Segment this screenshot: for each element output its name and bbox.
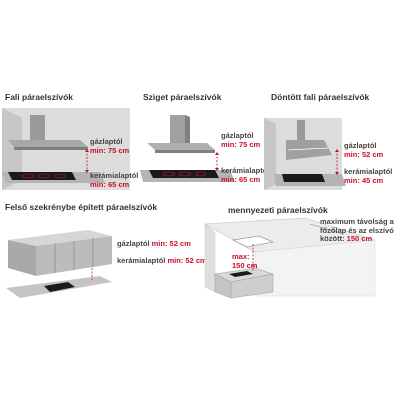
gas-label: gázlaptól [344,141,377,150]
wall-hood-illustration [2,108,130,190]
arrow-up-icon [215,152,219,155]
ceiling-hood-unit [231,235,275,248]
note-line-3-value: 150 cm [346,234,373,244]
wall-hood-gas-spec: gázlaptól min: 75 cm [90,137,130,155]
gas-min-prefix: min: [151,239,168,248]
gas-label: gázlaptól [221,131,254,140]
island-hood-title: Sziget páraelszívók [143,92,222,102]
ceiling-hood-title: mennyezeti páraelszívók [228,205,328,215]
wall-hood-ceramic-spec: kerámialaptól min: 65 cm [90,171,139,189]
gas-min-prefix: min: [344,149,360,159]
arrow-down-icon [85,170,89,173]
hood-highlight [287,147,329,151]
gas-min-prefix: min: [221,139,237,149]
built-in-hood-title: Felső szekrénybe épített páraelszívók [5,202,158,212]
angled-hood-title: Döntött fali páraelszívók [271,92,370,102]
ceramic-min-value: 65 cm [238,174,261,184]
hob-burner [54,173,66,179]
angled-hood-ceramic-spec: kerámialaptól min: 45 cm [344,167,393,185]
island-hood-illustration [140,115,235,182]
left-wall [204,223,216,293]
built-in-hood-ceramic-spec: kerámialaptól min: 52 cm [117,256,207,266]
hob-burner [178,171,192,177]
hob-burner [21,173,35,179]
gas-min-value: 75 cm [238,139,261,149]
note-line-3-prefix: között: [320,234,345,244]
gas-min-prefix: min: [90,145,106,155]
island-front [230,273,274,299]
ceiling-hood-note: maximum távolság a főzőlap és az elszívó… [320,217,394,244]
note-line-1: maximum távolság a [320,217,394,226]
cabinet-side [8,240,36,276]
side-wall [264,118,276,190]
cabinet-top [8,230,112,246]
wall-hood-title: Fali páraelszívók [5,92,74,102]
gas-min-value: 75 cm [107,145,130,155]
hood-chimney [297,120,305,140]
built-in-hood-gas-spec: gázlaptól min: 52 cm [117,239,191,249]
hob-burner [195,171,207,177]
gas-label: gázlaptól [90,137,123,146]
hob [149,170,219,178]
ceramic-label: kerámialaptól [90,171,139,180]
ceramic-min-prefix: min: [167,256,184,265]
ceramic-min-value: 65 cm [107,179,130,189]
note-line-2: főzőlap és az elszívó [320,225,394,235]
hob [229,271,253,277]
hob-burner [37,173,51,179]
arrow-down-icon [215,168,219,171]
gas-min-value: 52 cm [361,149,384,159]
hob-burner [162,171,176,177]
angled-hood-gas-spec: gázlaptól min: 52 cm [344,141,384,159]
ceramic-label: kerámialaptól [221,166,270,175]
island-hood-ceramic-spec: kerámialaptól min: 65 cm [221,166,270,184]
ceiling-hood-illustration [203,217,376,299]
chimney-side [185,115,190,143]
arrow-down-icon [335,172,339,175]
island-hood-gas-spec: gázlaptól min: 75 cm [221,131,261,149]
hob [44,282,75,292]
angled-hood-illustration [264,118,346,190]
hood-chimney [170,115,185,143]
angled-hood-body [286,140,332,160]
hob [282,174,325,182]
gas-label: gázlaptól [117,239,150,248]
ceramic-min-value: 45 cm [361,175,384,185]
hood-canopy [8,140,88,147]
ceiling-hood-max-spec: max: 150 cm [232,252,258,270]
max-prefix: max: [232,252,250,261]
side-wall [2,108,22,190]
ceramic-min-prefix: min: [344,175,360,185]
hood-edge [14,147,88,150]
ceramic-label: kerámialaptól [344,167,393,176]
gas-min-value: 52 cm [169,239,191,248]
hob [8,172,76,180]
ceramic-min-value: 52 cm [185,256,207,265]
arrow-up-icon [335,149,339,152]
arrow-up-icon [85,149,89,152]
ceramic-min-prefix: min: [90,179,106,189]
hood-edge [155,150,215,153]
ceramic-min-prefix: min: [221,174,237,184]
hood-canopy [147,143,215,150]
leader-line [309,223,344,235]
ceramic-label: kerámialaptól [117,256,166,265]
max-value: 150 cm [232,260,258,270]
hood-chimney [30,115,45,145]
built-in-hood-illustration [6,230,112,298]
